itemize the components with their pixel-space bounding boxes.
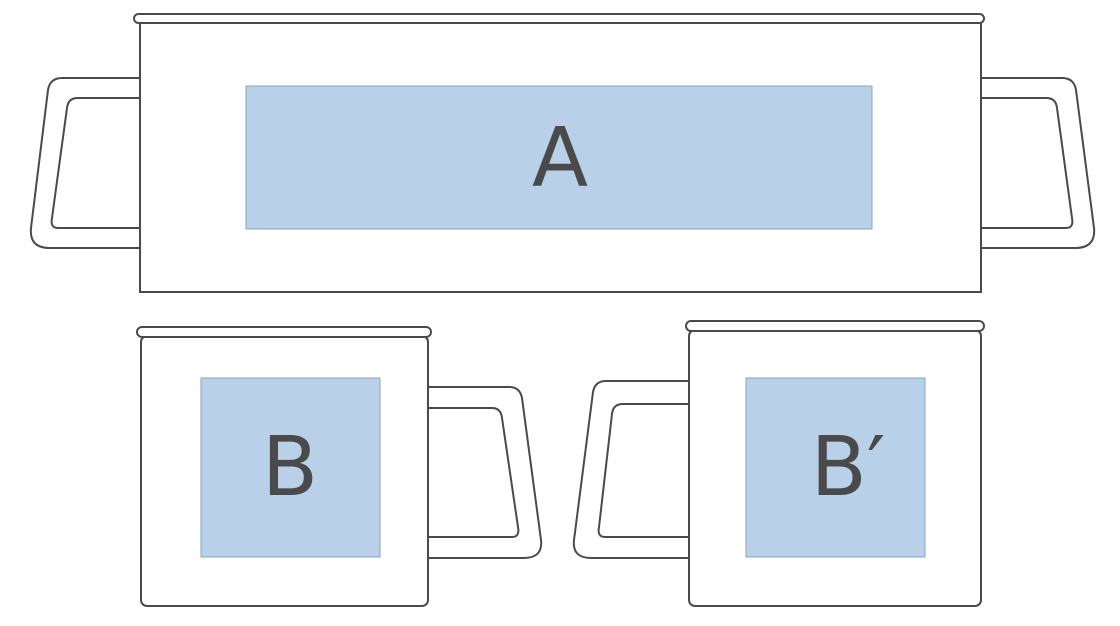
print-area-b-label: B — [262, 420, 318, 515]
print-area-b-prime-label: B′ — [811, 420, 886, 515]
mug-a: A — [29, 13, 1096, 293]
mug-b: B — [136, 326, 543, 607]
mug-b-prime: B′ — [572, 320, 985, 607]
mug-b-prime-handle — [572, 380, 690, 559]
print-area-b — [200, 377, 381, 558]
print-area-a-label: A — [532, 111, 588, 206]
mug-a-right-handle — [980, 77, 1096, 249]
mug-a-left-handle — [29, 77, 141, 249]
mug-a-rim — [133, 13, 985, 24]
mug-b-handle — [427, 386, 543, 559]
mug-b-prime-rim — [685, 320, 985, 332]
mug-b-rim — [136, 326, 432, 338]
print-area-a — [245, 85, 873, 230]
print-area-b-prime — [745, 377, 926, 558]
